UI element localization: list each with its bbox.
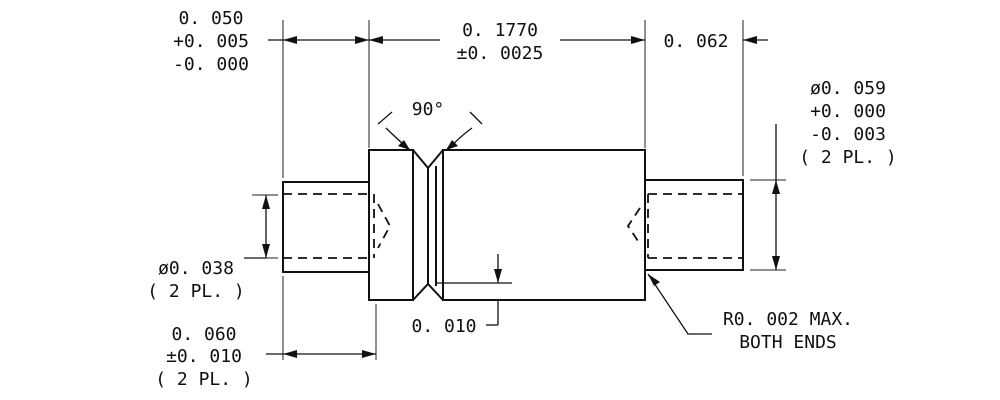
right-diameter-upper: +0. 000 [810,101,886,122]
dim-center-length: 0. 1770 ±0. 0025 [457,20,544,64]
right-diameter-note: ( 2 PL. ) [799,147,897,168]
left-shoulder-lower: -0. 000 [173,54,249,75]
dim-right-diameter: ø0. 059 +0. 000 -0. 003 ( 2 PL. ) [799,78,897,168]
hidden-bores [283,193,743,259]
groove-angle-value: 90° [412,99,445,120]
radius-note: R0. 002 MAX. BOTH ENDS [723,309,853,353]
center-length-nominal: 0. 1770 [462,20,538,41]
groove-depth-value: 0. 010 [411,316,476,337]
center-length-tolerance: ±0. 0025 [457,43,544,64]
bottom-length-dim [266,350,376,358]
end-pin-tolerance: ±0. 010 [166,346,242,367]
radius-note-line1: R0. 002 MAX. [723,309,853,330]
left-diameter-nominal: ø0. 038 [158,258,234,279]
end-pin-note: ( 2 PL. ) [155,369,253,390]
left-shoulder-nominal: 0. 050 [178,8,243,29]
right-length-value: 0. 062 [663,31,728,52]
groove-angle-marks [377,111,483,151]
end-pin-nominal: 0. 060 [171,324,236,345]
dim-left-diameter: ø0. 038 ( 2 PL. ) [147,258,245,302]
dim-bottom-length: 0. 060 ±0. 010 ( 2 PL. ) [155,324,253,390]
left-diameter-dim [244,195,270,259]
groove-depth-dim [486,254,502,326]
left-shoulder-upper: +0. 005 [173,31,249,52]
top-dimension-lines [268,36,768,44]
extension-lines [252,20,786,360]
right-diameter-dim [772,124,780,270]
right-diameter-nominal: ø0. 059 [810,78,886,99]
part-outline [282,149,744,301]
dim-left-shoulder: 0. 050 +0. 005 -0. 000 [173,8,249,75]
radius-note-line2: BOTH ENDS [739,332,837,353]
left-diameter-note: ( 2 PL. ) [147,281,245,302]
radius-leader [647,273,712,335]
right-diameter-lower: -0. 003 [810,124,886,145]
